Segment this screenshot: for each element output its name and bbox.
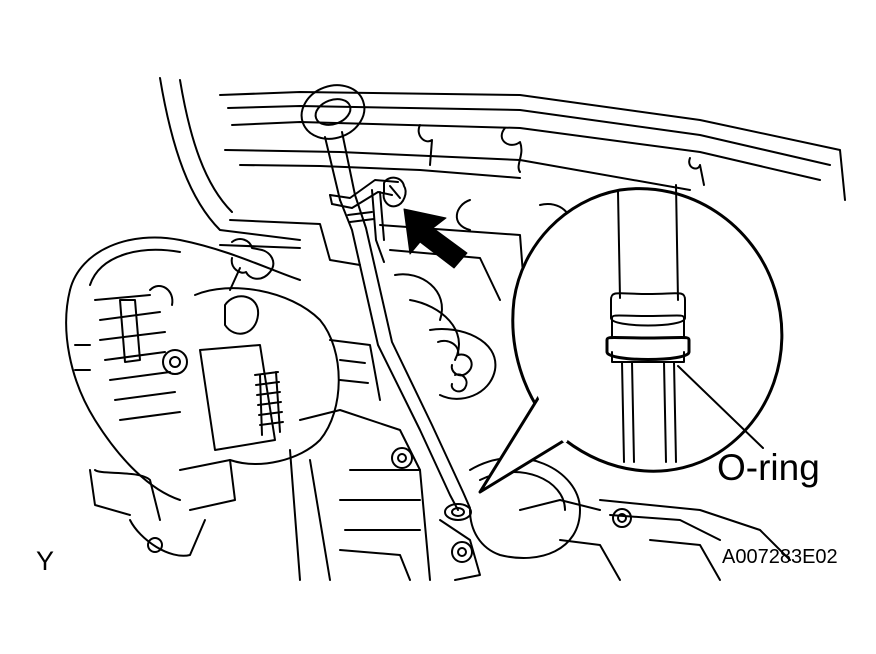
o-ring-magnified-view — [480, 185, 782, 492]
dipstick-guide-bracket — [330, 178, 406, 262]
figure-reference-code: A007283E02 — [722, 546, 838, 568]
engine-block — [160, 78, 845, 580]
oil-level-dipstick — [294, 77, 471, 520]
o-ring-label: O-ring — [717, 447, 820, 488]
corner-letter: Y — [36, 546, 55, 576]
alternator — [66, 237, 339, 555]
o-ring-leader-line — [678, 366, 763, 448]
pointing-arrow — [404, 209, 467, 268]
